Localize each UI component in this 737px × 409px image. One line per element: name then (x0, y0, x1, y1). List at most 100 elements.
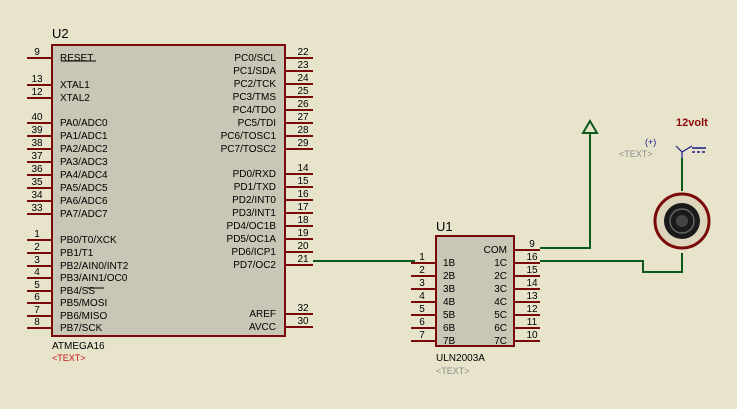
u2-left-pin-number: 6 (34, 292, 40, 303)
u2-right-pin-number: 26 (297, 99, 309, 110)
u2-right-pin-number: 27 (297, 112, 309, 123)
u1-left-pin-number: 4 (419, 291, 425, 302)
u1-left-pin-number: 6 (419, 317, 425, 328)
wire-1c-to-motor[interactable] (540, 253, 683, 273)
u2-right-pin-label: PC2/TCK (234, 79, 277, 90)
u2-right-pin-number: 24 (297, 73, 309, 84)
u2-right-pin-label: PC5/TDI (238, 118, 276, 129)
u2-right-pin-number: 23 (297, 60, 309, 71)
u2-left-pins: 9RESET13XTAL112XTAL240PA0/ADC039PA1/ADC1… (27, 47, 129, 334)
u1-left-pin-label: 6B (443, 323, 456, 334)
u2-chip[interactable]: U2 9RESET13XTAL112XTAL240PA0/ADC039PA1/A… (27, 26, 313, 363)
u2-left-pin-number: 5 (34, 280, 40, 291)
motor[interactable] (653, 192, 711, 250)
u1-text-tag: <TEXT> (436, 366, 470, 376)
u2-left-pin-number: 38 (31, 138, 43, 149)
u2-text-tag: <TEXT> (52, 353, 86, 363)
u2-left-pin-number: 12 (31, 87, 43, 98)
supply-source[interactable]: 12volt (+) <TEXT> (619, 117, 708, 159)
motor-shaft-icon (676, 215, 688, 227)
supply-value: 12volt (676, 117, 708, 129)
motor-ring (669, 208, 695, 234)
u2-left-pin-number: 1 (34, 229, 40, 240)
u2-left-pin-label: XTAL1 (60, 80, 90, 91)
power-arrow-icon (581, 119, 599, 134)
u2-left-pin-number: 7 (34, 305, 40, 316)
u1-right-pin-number: 15 (526, 265, 538, 276)
u1-body[interactable] (435, 235, 515, 347)
supply-terminal-prong (681, 145, 693, 153)
u2-right-pin-number: 17 (297, 202, 309, 213)
u2-left-pin-label: PA5/ADC5 (60, 183, 108, 194)
u2-left-pin-label: RESET (60, 53, 93, 64)
wire-com-to-power[interactable] (540, 133, 591, 249)
u1-right-pin-number: 16 (526, 252, 538, 263)
u1-right-pin-label: 7C (494, 336, 507, 347)
u1-right-pin-number: 11 (527, 317, 538, 328)
power-terminal[interactable] (581, 119, 599, 134)
u2-right-pin-number: 18 (297, 215, 309, 226)
u1-right-pin-number: 9 (529, 239, 535, 250)
u2-left-pin-label: PB0/T0/XCK (60, 235, 117, 246)
u2-left-pin-label: PB5/MOSI (60, 298, 107, 309)
u1-part-value: ULN2003A (436, 353, 485, 364)
u1-right-pin-number: 12 (526, 304, 538, 315)
u1-right-pin-number: 14 (526, 278, 538, 289)
u1-left-pin-label: 5B (443, 310, 456, 321)
u1-right-pin-label: 1C (494, 258, 507, 269)
u2-right-pin-label: PD1/TXD (234, 182, 276, 193)
u1-left-pin-number: 1 (419, 252, 425, 263)
u2-right-pin-number: 30 (297, 316, 309, 327)
u2-left-pin-label: PA1/ADC1 (60, 131, 108, 142)
u2-right-pin-label: AVCC (249, 322, 276, 333)
u2-right-pin-label: PD3/INT1 (232, 208, 276, 219)
u1-left-pin-label: 2B (443, 271, 456, 282)
u1-ref: U1 (436, 219, 453, 234)
u2-left-pin-label: PA3/ADC3 (60, 157, 108, 168)
u2-right-pin-label: PC0/SCL (234, 53, 276, 64)
u1-left-pin-label: 1B (443, 258, 456, 269)
u2-left-pin-number: 4 (34, 267, 40, 278)
u2-right-pin-number: 29 (297, 138, 309, 149)
u2-left-pin-number: 9 (34, 47, 40, 58)
u2-left-pin-label: PB4/SS (60, 286, 95, 297)
u2-left-pin-number: 40 (31, 112, 43, 123)
u2-right-pin-number: 21 (297, 254, 309, 265)
u2-right-pin-label: PD5/OC1A (227, 234, 277, 245)
u1-left-pin-number: 3 (419, 278, 425, 289)
u2-left-pin-number: 37 (31, 151, 43, 162)
u2-right-pin-label: PC4/TDO (233, 105, 277, 116)
u1-right-pin-label: 2C (494, 271, 507, 282)
u2-left-pin-label: PB1/T1 (60, 248, 94, 259)
u2-ref: U2 (52, 26, 69, 41)
u2-left-pin-label: PA0/ADC0 (60, 118, 108, 129)
u2-right-pin-label: PD4/OC1B (227, 221, 277, 232)
u2-left-pin-number: 8 (34, 317, 40, 328)
u2-left-pin-label: PB3/AIN1/OC0 (60, 273, 128, 284)
u2-part-value: ATMEGA16 (52, 341, 105, 352)
supply-terminal-icon (675, 145, 683, 158)
u1-right-pin-label: 3C (494, 284, 507, 295)
u1-right-pin-label: 5C (494, 310, 507, 321)
u2-right-pin-label: PC3/TMS (233, 92, 277, 103)
u1-right-pin-label: COM (484, 245, 507, 256)
u2-right-pin-label: PD6/ICP1 (232, 247, 277, 258)
u1-left-pin-label: 7B (443, 336, 456, 347)
u2-right-pin-number: 28 (297, 125, 309, 136)
u1-right-pin-number: 13 (526, 291, 538, 302)
u2-left-pin-label: PB2/AIN0/INT2 (60, 261, 129, 272)
u2-right-pin-label: PD2/INT0 (232, 195, 276, 206)
u2-right-pin-label: PD7/OC2 (233, 260, 276, 271)
u2-left-pin-number: 34 (31, 190, 43, 201)
u2-left-pin-number: 33 (31, 203, 43, 214)
u2-right-pin-number: 32 (297, 303, 309, 314)
u2-right-pin-label: PD0/RXD (233, 169, 276, 180)
u2-left-pin-label: PA6/ADC6 (60, 196, 108, 207)
u2-left-pin-label: PA2/ADC2 (60, 144, 108, 155)
u1-right-pin-number: 10 (526, 330, 538, 341)
u2-right-pin-number: 14 (297, 163, 309, 174)
u2-right-pin-number: 16 (297, 189, 309, 200)
u2-left-pin-number: 2 (34, 242, 40, 253)
